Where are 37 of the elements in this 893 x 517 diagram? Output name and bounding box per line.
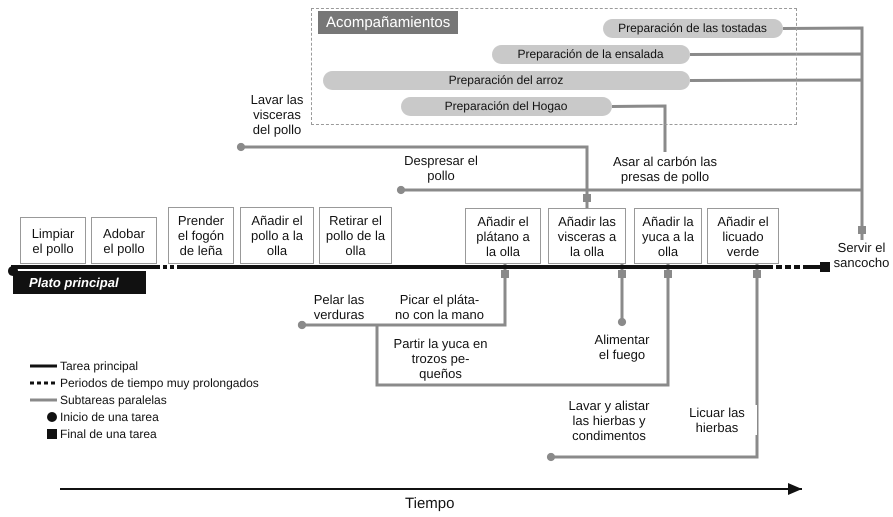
task-box: Adobar el pollo xyxy=(91,217,157,264)
legend-label: Subtareas paralelas xyxy=(60,393,167,407)
task-box: Añadir el plátano a la olla xyxy=(465,208,541,264)
connector-line xyxy=(546,264,761,462)
subtask-bar: Preparación del Hogao xyxy=(400,96,612,116)
task-label: Asar al carbón las presas de pollo xyxy=(612,154,718,184)
connector-line xyxy=(618,264,626,326)
task-box: Retirar el pollo de la olla xyxy=(319,207,392,264)
connector-line xyxy=(298,264,672,386)
task-label: Pelar las verduras xyxy=(312,292,366,322)
task-label: Despresar el pollo xyxy=(403,153,479,183)
task-box: Prender el fogón de leña xyxy=(168,207,234,264)
legend-label: Inicio de una tarea xyxy=(60,410,159,424)
subtask-bar: Preparación de las tostadas xyxy=(602,18,782,38)
connector-line xyxy=(236,142,591,208)
task-box: Añadir la yuca a la olla xyxy=(634,208,702,264)
task-box: Añadir las visceras a la olla xyxy=(548,208,626,264)
connector-line xyxy=(396,186,866,240)
task-label: Servir el sancocho xyxy=(832,240,890,270)
connector-line xyxy=(612,104,666,152)
task-box: Limpiar el pollo xyxy=(20,217,86,264)
task-box: Añadir el pollo a la olla xyxy=(240,207,314,264)
edge-label: Partir la yuca en trozos pe- queños xyxy=(393,336,488,381)
legend-label: Periodos de tiempo muy prolongados xyxy=(60,376,259,390)
task-label: Alimentar el fuego xyxy=(594,332,650,362)
legend-label: Final de una tarea xyxy=(60,427,157,441)
dashed-group-frame xyxy=(311,8,797,125)
task-box: Añadir el licuado verde xyxy=(707,208,779,264)
axis-label: Tiempo xyxy=(405,495,454,512)
task-label: Lavar las visceras del pollo xyxy=(250,92,304,137)
group-heading: Acompañamientos xyxy=(318,11,458,34)
task-label: Lavar y alistar las hierbas y condimentos xyxy=(568,398,650,443)
main-timeline xyxy=(8,262,830,276)
subtask-bar: Preparación del arroz xyxy=(322,70,690,90)
track-label: Plato principal xyxy=(13,271,146,294)
legend-label: Tarea principal xyxy=(60,359,138,373)
subtask-bar: Preparación de la ensalada xyxy=(492,44,690,64)
